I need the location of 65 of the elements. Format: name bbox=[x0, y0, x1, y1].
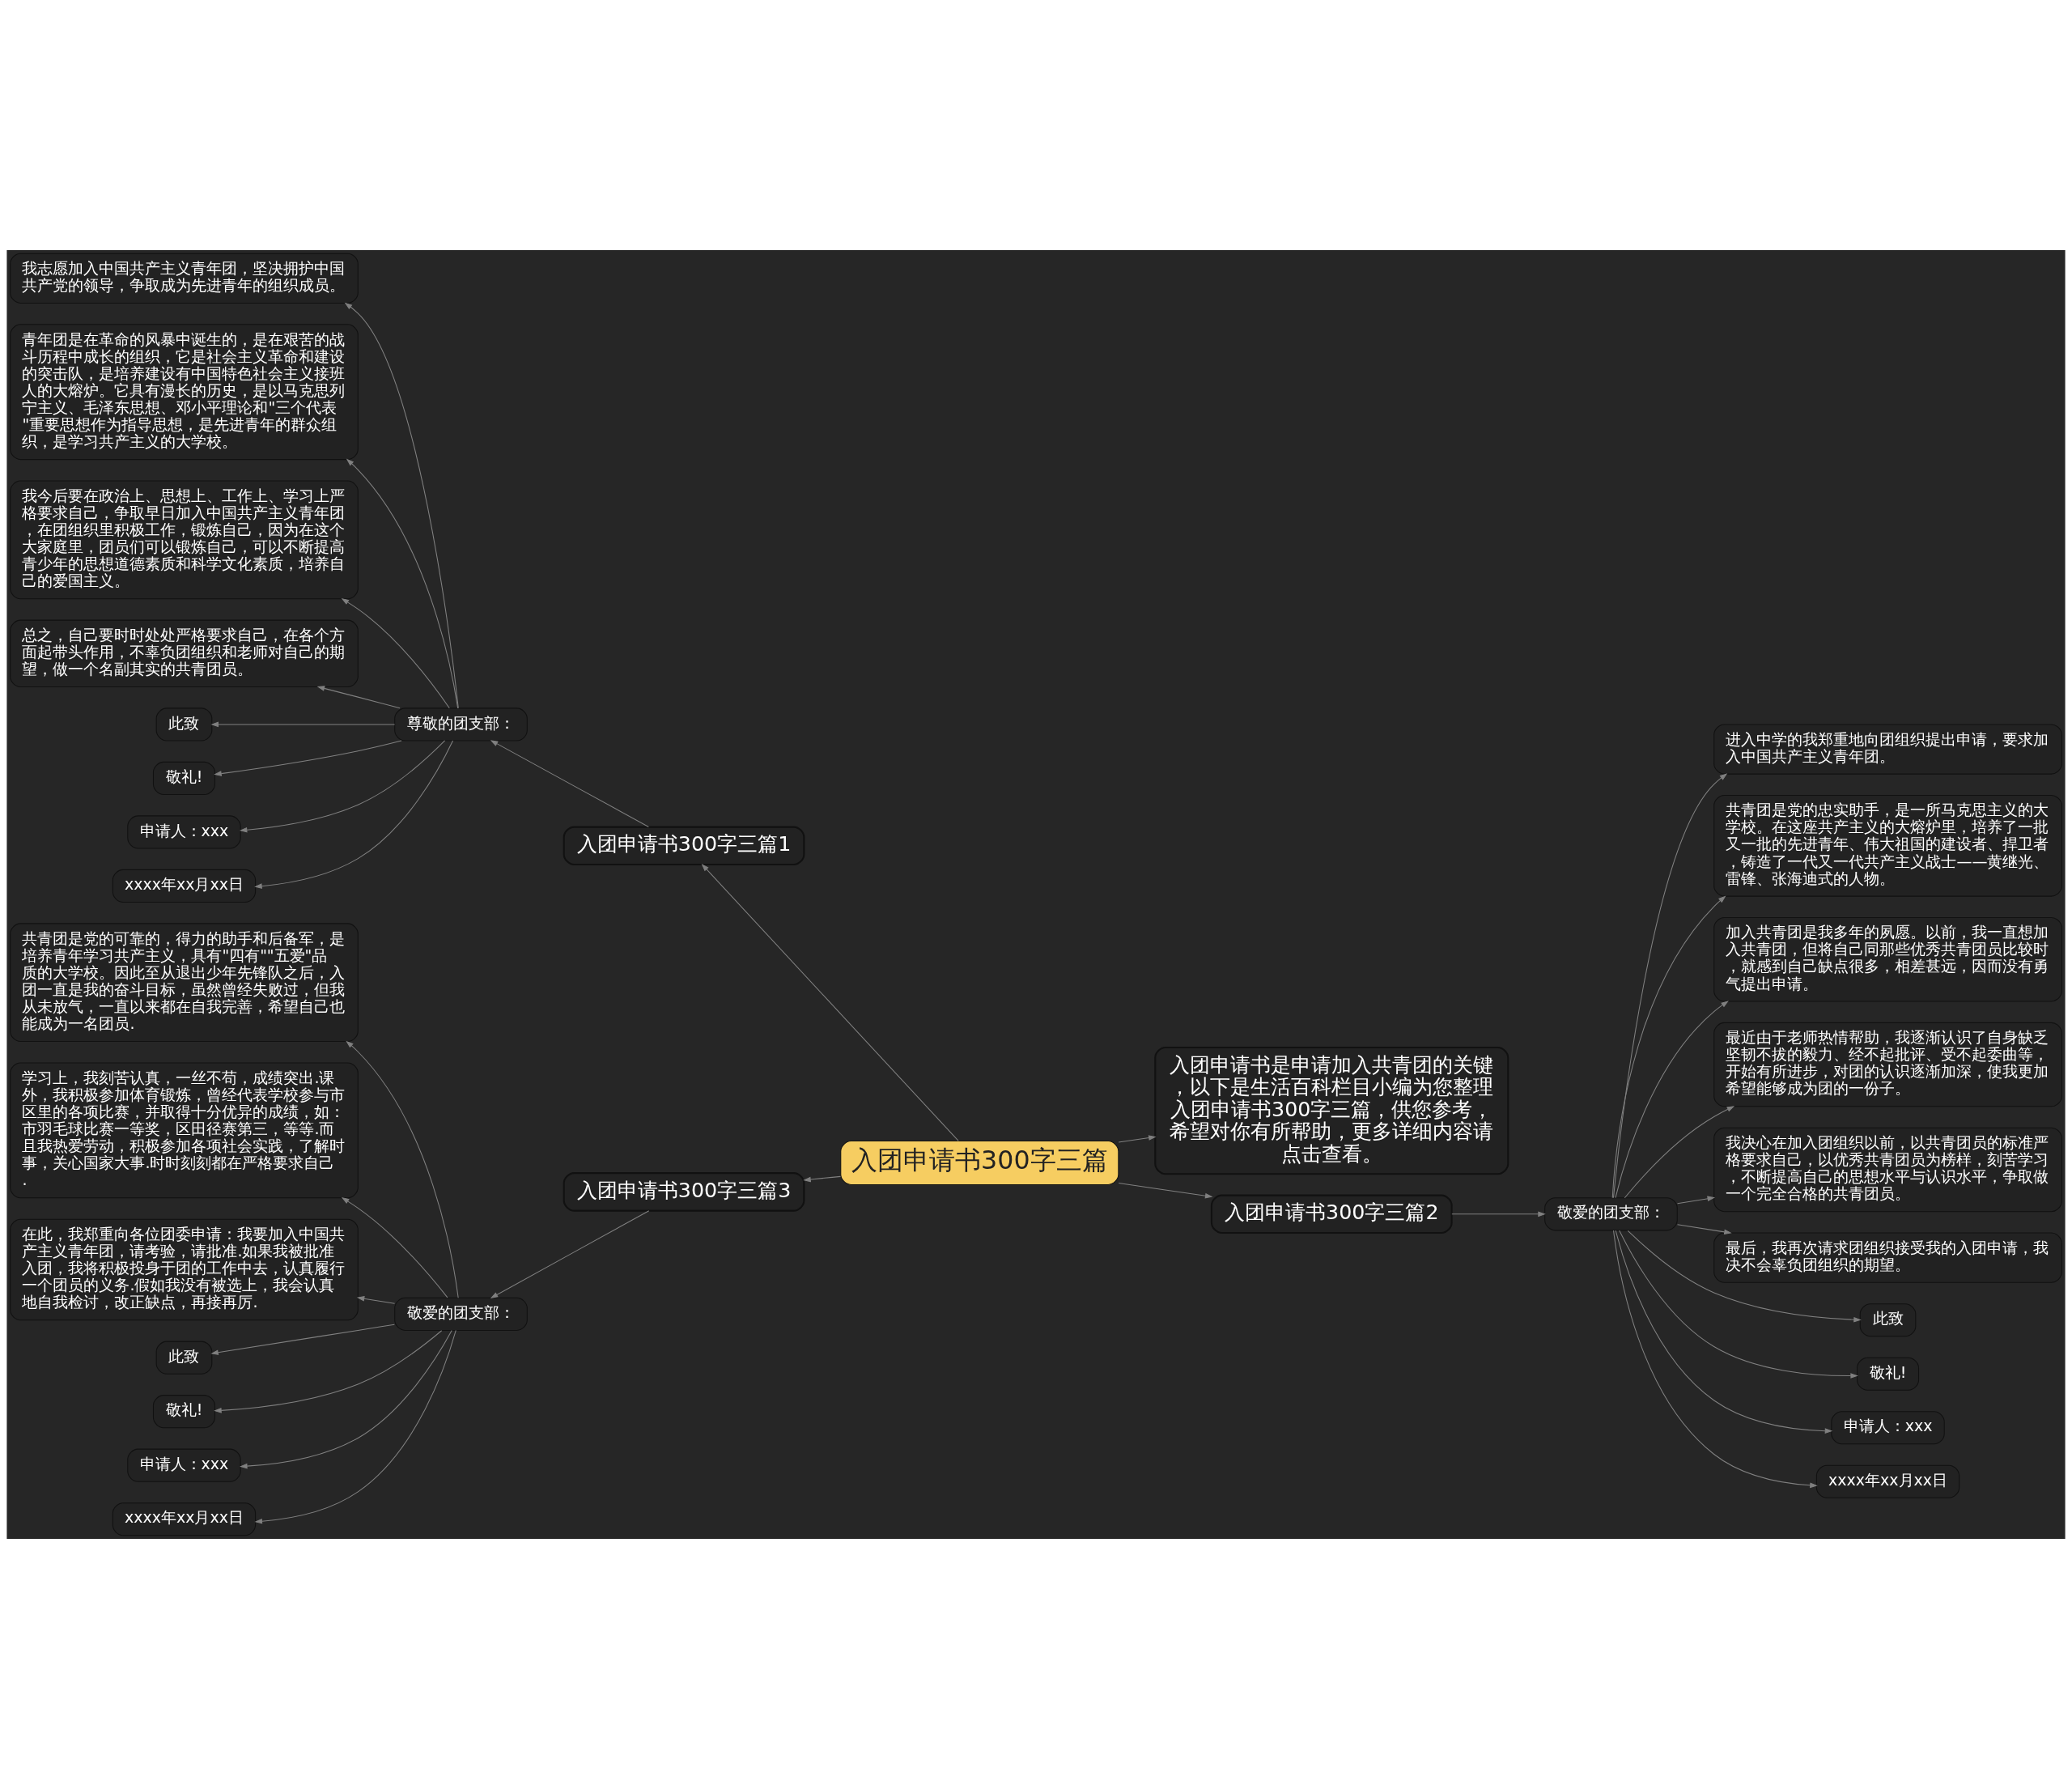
arrow bbox=[1612, 773, 1728, 1199]
arrow bbox=[1677, 1224, 1732, 1235]
node-box: 在此，我郑重向各位团委申请：我要加入中国共产主义青年团，请考验，请批准.如果我被批准入团，我将积极投身于团的工作中去，认真履行一个团员的义务.假如我没有被选上，我会认真地自我检讨，改正缺点，再接再厉. bbox=[10, 1218, 359, 1321]
arrow bbox=[1624, 1106, 1735, 1199]
arrow bbox=[1677, 1196, 1716, 1205]
arrow bbox=[341, 1196, 448, 1298]
arrow bbox=[214, 740, 402, 776]
arrow bbox=[1611, 895, 1726, 1199]
node-box: 共青团是党的忠实助手，是一所马克思主义的大学校。在这座共产主义的大熔炉里，培养了一批又一批的先进青年、伟大祖国的建设者、捍卫者，铸造了一代又一代共产主义战士——黄继光、雷锋、张海迪式的人物。 bbox=[1713, 795, 2062, 897]
arrow bbox=[356, 1295, 396, 1304]
node-box: 入团申请书300字三篇1 bbox=[563, 826, 805, 866]
node-box: 敬爱的团支部： bbox=[394, 1297, 528, 1331]
node-box: 学习上，我刻苦认真，一丝不苟，成绩突出.课外，我积极参加体育锻炼，曾经代表学校参与市区里的各项比赛，并取得十分优异的成绩，如：市羽毛球比赛一等奖，区田径赛第三，等等.而且我热爱劳动，积极参加各项社会实践，了解时事，关心国家大事.时时刻刻都在严格要求自己. bbox=[10, 1062, 359, 1199]
arrow bbox=[803, 1175, 842, 1183]
node-box: 此致 bbox=[155, 708, 213, 742]
arrow bbox=[210, 721, 396, 728]
arrow bbox=[490, 1210, 650, 1298]
arrow bbox=[701, 864, 959, 1141]
node-box: 敬礼! bbox=[152, 761, 215, 795]
node-box: xxxx年xx月xx日 bbox=[112, 1502, 257, 1536]
node-box: 此致 bbox=[1859, 1303, 1917, 1337]
node-box: 我决心在加入团组织以前，以共青团员的标准严格要求自己，以优秀共青团员为榜样，刻苦学习，不断提高自己的思想水平与认识水平，争取做一个完全合格的共青团员。 bbox=[1713, 1127, 2062, 1213]
node-box: xxxx年xx月xx日 bbox=[1815, 1464, 1960, 1498]
node-box: 敬礼! bbox=[1857, 1357, 1920, 1391]
arrow bbox=[1619, 1230, 1858, 1379]
node-box: 入团申请书300字三篇2 bbox=[1210, 1194, 1453, 1234]
node-box: 青年团是在革命的风暴中诞生的，是在艰苦的战斗历程中成长的组织，它是社会主义革命和建设的突击队，是培养建设有中国特色社会主义接班人的大熔炉。它具有漫长的历史，是以马克思列宁主义、毛泽东思想、邓小平理论和"三个代表"重要思想作为指导思想，是先进青年的群众组织，是学习共产主义的大学校。 bbox=[10, 324, 359, 461]
arrow bbox=[254, 740, 454, 889]
arrow bbox=[1615, 1230, 1833, 1434]
node-box: 我志愿加入中国共产主义青年团，坚决拥护中国共产党的领导，争取成为先进青年的组织成员。 bbox=[10, 253, 359, 304]
node-box: 申请人：xxx bbox=[127, 1448, 241, 1482]
node-box: 最近由于老师热情帮助，我逐渐认识了自身缺乏坚韧不拔的毅力、经不起批评、受不起委曲等，开始有所进步，对团的认识逐渐加深，使我更加希望能够成为团的一份子。 bbox=[1713, 1022, 2062, 1107]
node-box: 入团申请书300字三篇 bbox=[840, 1141, 1119, 1185]
node-box: 我今后要在政治上、思想上、工作上、学习上严格要求自己，争取早日加入中国共产主义青年团，在团组织里积极工作，锻炼自己，因为在这个大家庭里，团员们可以锻炼自己，可以不断提高青少年的思想道德素质和科学文化素质，培养自己的爱国主义。 bbox=[10, 480, 359, 600]
node-box: xxxx年xx月xx日 bbox=[112, 869, 257, 903]
arrow bbox=[346, 1040, 459, 1298]
arrow bbox=[344, 302, 459, 709]
node-box: 总之，自己要时时处处严格要求自己，在各个方面起带头作用，不辜负团组织和老师对自己的期望，做一个名副其实的共青团员。 bbox=[10, 619, 359, 687]
node-box: 申请人：xxx bbox=[127, 815, 241, 849]
arrow bbox=[1627, 1230, 1862, 1323]
node-box: 此致 bbox=[155, 1341, 213, 1375]
arrow bbox=[1118, 1135, 1157, 1143]
arrow bbox=[346, 458, 459, 709]
arrow bbox=[1613, 1230, 1818, 1489]
node-box: 加入共青团是我多年的夙愿。以前，我一直想加入共青团，但将自己同那些优秀共青团员比较时，就感到自己缺点很多，相差甚远，因而没有勇气提出申请。 bbox=[1713, 916, 2062, 1002]
node-box: 最后，我再次请求团组织接受我的入团申请，我决不会辜负团组织的期望。 bbox=[1713, 1232, 2062, 1283]
node-box: 尊敬的团支部： bbox=[394, 708, 528, 742]
arrow bbox=[1615, 1001, 1729, 1199]
arrow bbox=[210, 1324, 395, 1355]
node-box: 入团申请书300字三篇3 bbox=[563, 1172, 805, 1212]
arrow bbox=[214, 1330, 443, 1413]
arrow bbox=[1118, 1182, 1213, 1199]
node-box: 进入中学的我郑重地向团组织提出申请，要求加入中国共产主义青年团。 bbox=[1713, 724, 2062, 775]
arrow bbox=[1451, 1211, 1546, 1217]
arrow bbox=[254, 1329, 456, 1524]
node-box: 共青团是党的可靠的，得力的助手和后备军，是培养青年学习共产主义，具有"四有""五爱"品质的大学校。因此至从退出少年先锋队之后，入团一直是我的奋斗目标，虽然曾经失败过，但我从未放气，一直以来都在自我完善，希望自己也能成为一名团员. bbox=[10, 923, 359, 1043]
arrow bbox=[490, 740, 649, 827]
arrow bbox=[240, 1329, 452, 1469]
arrow bbox=[239, 740, 446, 833]
node-box: 入团申请书是申请加入共青团的关键，以下是生活百科栏目小编为您整理入团申请书300字三篇，供您参考，希望对你有所帮助，更多详细内容请点击查看。 bbox=[1154, 1046, 1509, 1175]
node-box: 申请人：xxx bbox=[1831, 1411, 1945, 1445]
node-box: 敬爱的团支部： bbox=[1544, 1197, 1678, 1231]
arrow bbox=[341, 597, 450, 709]
arrow bbox=[316, 686, 401, 709]
node-box: 敬礼! bbox=[152, 1395, 215, 1429]
